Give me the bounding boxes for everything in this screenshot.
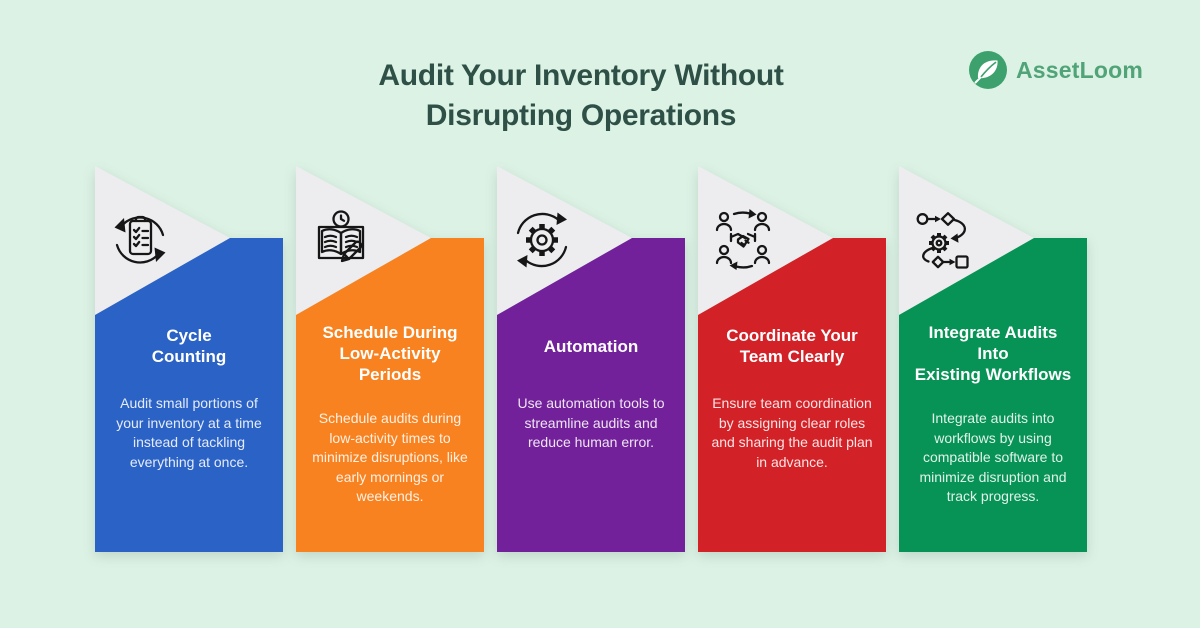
card-content: Schedule During Low-Activity Periods Sch… xyxy=(309,322,471,507)
book-clock-pencil-icon xyxy=(309,206,373,270)
card-title: Integrate Audits Into Existing Workflows xyxy=(914,323,1072,384)
team-handshake-icon xyxy=(711,206,775,270)
card-title: Coordinate Your Team Clearly xyxy=(726,326,858,366)
card-content: Automation Use automation tools to strea… xyxy=(510,322,672,453)
card-description: Use automation tools to streamline audit… xyxy=(517,395,665,450)
card-title: Cycle Counting xyxy=(151,326,227,366)
card-description: Integrate audits into workflows by using… xyxy=(919,410,1067,504)
card-title: Schedule During Low-Activity Periods xyxy=(322,323,458,384)
leaf-icon xyxy=(968,51,1007,89)
card-description: Audit small portions of your inventory a… xyxy=(116,395,262,470)
card-description: Schedule audits during low-activity time… xyxy=(312,410,468,504)
card-content: Integrate Audits Into Existing Workflows… xyxy=(912,322,1074,507)
cards-row: Cycle Counting Audit small portions of y… xyxy=(95,166,1087,552)
card-cycle-counting: Cycle Counting Audit small portions of y… xyxy=(95,166,283,552)
card-content: Cycle Counting Audit small portions of y… xyxy=(108,322,270,472)
assetloom-logo: AssetLoom xyxy=(968,51,1143,89)
card-content: Coordinate Your Team Clearly Ensure team… xyxy=(711,322,873,472)
gear-sync-icon xyxy=(510,206,574,270)
card-coordinate-team: Coordinate Your Team Clearly Ensure team… xyxy=(698,166,886,552)
page-title-text: Audit Your Inventory Without Disrupting … xyxy=(378,59,784,132)
card-title: Automation xyxy=(543,336,639,356)
card-automation: Automation Use automation tools to strea… xyxy=(497,166,685,552)
cycle-checklist-icon xyxy=(108,206,172,270)
card-integrate-workflows: Integrate Audits Into Existing Workflows… xyxy=(899,166,1087,552)
workflow-icon xyxy=(912,206,976,270)
logo-text: AssetLoom xyxy=(1015,56,1143,83)
card-description: Ensure team coordination by assigning cl… xyxy=(711,395,873,470)
card-schedule-low-activity: Schedule During Low-Activity Periods Sch… xyxy=(296,166,484,552)
page-title: Audit Your Inventory Without Disrupting … xyxy=(0,56,1200,136)
